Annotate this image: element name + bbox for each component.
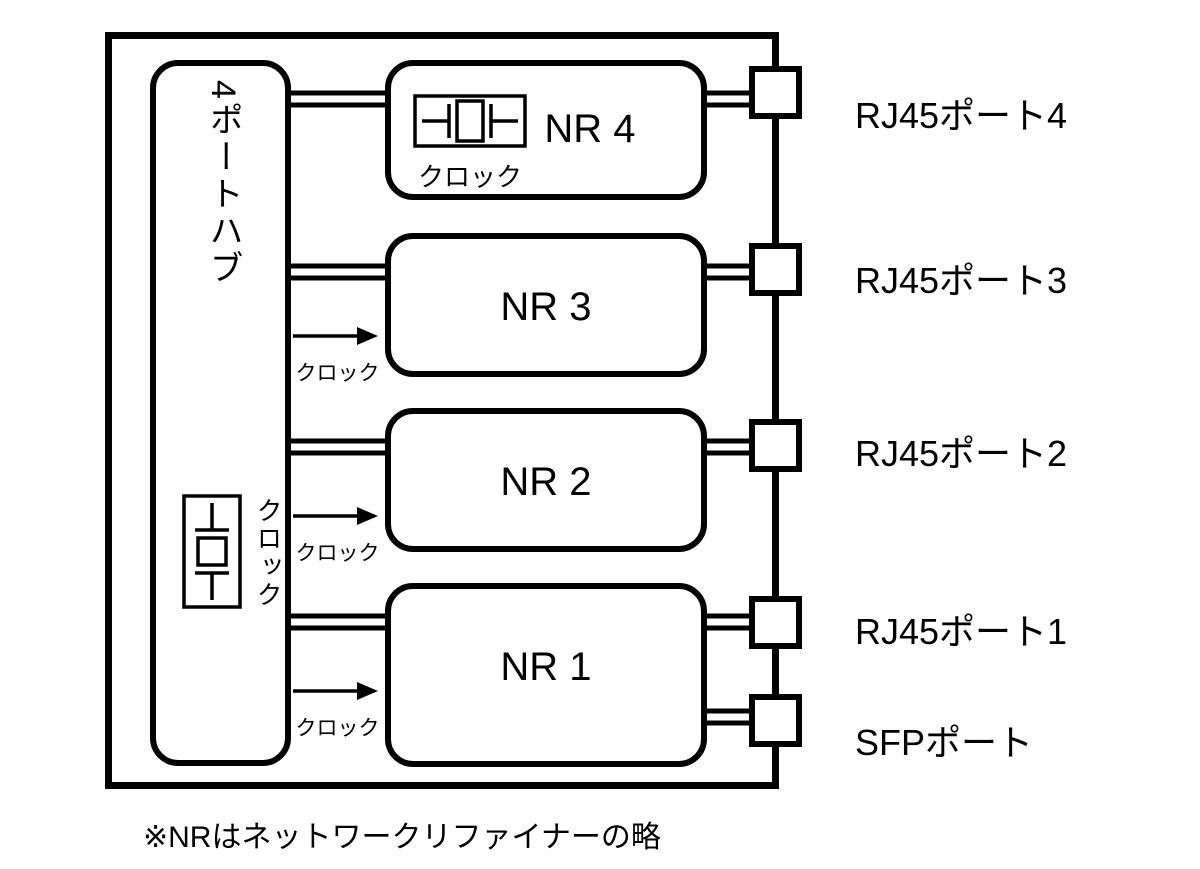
sfp-port-connector [749,694,802,747]
hub-clock-label: クロック [253,497,283,609]
bus-nr4-to-port4 [704,90,752,108]
rj45-port4-connector [749,66,802,119]
clock-arrow-label-nr2: クロック [295,542,380,565]
clock-arrow-label-nr1: クロック [295,717,380,740]
rj45-port1-connector [749,596,802,649]
bus-hub-to-nr2 [289,438,388,456]
rj45-port3-connector [749,243,802,296]
clock-arrow-to-nr2 [293,507,378,525]
sfp-port-label: SFPポート [855,722,1034,763]
rj45-port4-label: RJ45ポート4 [855,95,1068,136]
arrowhead-icon [357,682,378,700]
clock-arrow-label-nr3: クロック [295,362,380,385]
nr4-box [385,60,707,200]
nr4-label: NR 4 [544,107,636,151]
crystal-oscillator-icon [182,494,242,609]
nr1-box [385,583,707,767]
rj45-port2-connector [749,419,802,472]
bus-nr1-to-sfp-port [704,708,752,726]
bus-nr2-to-port2 [704,438,752,456]
nr1-label: NR 1 [500,645,592,689]
nr2-box [385,408,707,552]
hub-box [150,60,291,766]
nr3-label: NR 3 [500,285,592,329]
crystal-oscillator-icon [413,94,527,148]
footnote: ※NRはネットワークリファイナーの略 [143,821,661,854]
bus-hub-to-nr4 [289,90,388,108]
rj45-port3-label: RJ45ポート3 [855,260,1068,301]
arrowhead-icon [357,507,378,525]
bus-hub-to-nr3 [289,263,388,281]
bus-hub-to-nr1 [289,613,388,631]
rj45-port1-label: RJ45ポート1 [855,611,1068,652]
nr2-label: NR 2 [500,460,592,504]
arrowhead-icon [357,327,378,345]
hub-label: 4ポートハブ [204,80,242,287]
bus-nr3-to-port3 [704,263,752,281]
clock-arrow-to-nr1 [293,682,378,700]
rj45-port2-label: RJ45ポート2 [855,433,1068,474]
device-enclosure [105,32,779,789]
nr4-clock-label: クロック [417,162,522,192]
bus-nr1-to-port1 [704,613,752,631]
clock-arrow-to-nr3 [293,327,378,345]
nr3-box [385,233,707,377]
